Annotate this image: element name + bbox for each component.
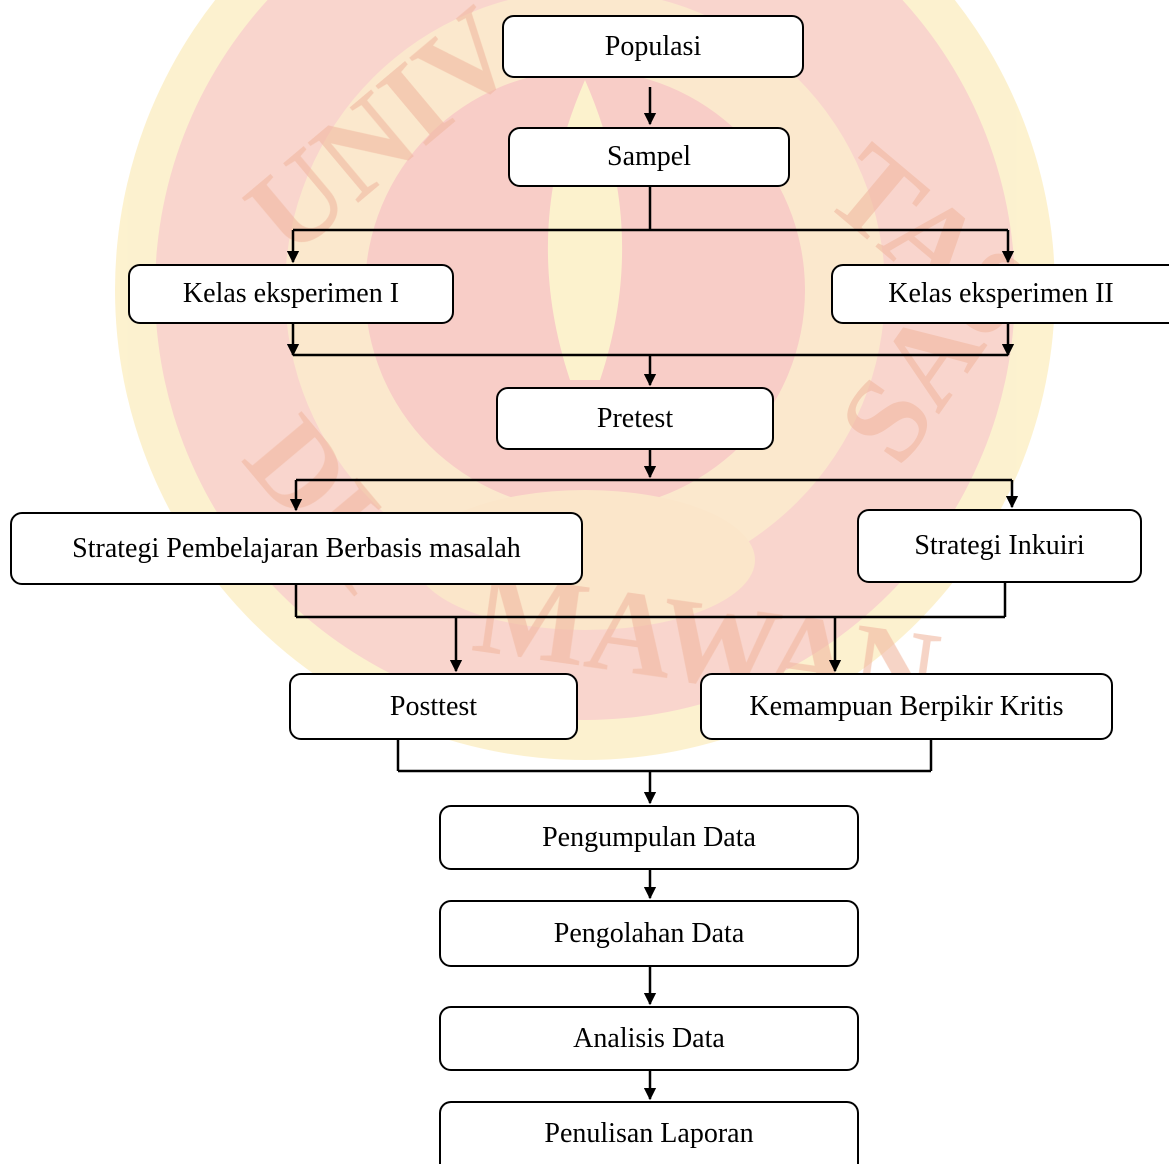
node-strategi-pbm: Strategi Pembelajaran Berbasis masalah: [10, 512, 583, 585]
node-strategi-inkuiri: Strategi Inkuiri: [857, 509, 1142, 583]
node-pengumpulan-data: Pengumpulan Data: [439, 805, 859, 870]
node-kelas-eksperimen-1: Kelas eksperimen I: [128, 264, 454, 324]
node-kelas-eksperimen-2: Kelas eksperimen II: [831, 264, 1169, 324]
node-penulisan-laporan: Penulisan Laporan: [439, 1101, 859, 1164]
node-analisis-data: Analisis Data: [439, 1006, 859, 1071]
node-sampel: Sampel: [508, 127, 790, 187]
node-pengolahan-data: Pengolahan Data: [439, 900, 859, 967]
node-populasi: Populasi: [502, 15, 804, 78]
node-pretest: Pretest: [496, 387, 774, 450]
node-posttest: Posttest: [289, 673, 578, 740]
node-kemampuan-berpikir-kritis: Kemampuan Berpikir Kritis: [700, 673, 1113, 740]
